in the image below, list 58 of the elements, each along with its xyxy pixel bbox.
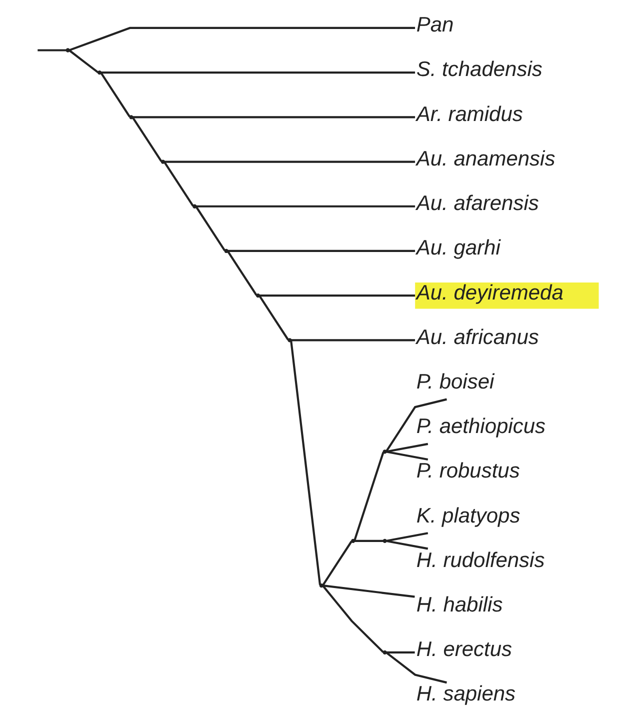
node-point	[255, 294, 260, 298]
connector	[322, 585, 384, 653]
node-text: S. tchadensis	[416, 58, 542, 82]
connector	[322, 584, 414, 598]
connector	[100, 72, 415, 74]
connector	[226, 250, 257, 296]
node-text: Pan	[416, 14, 454, 37]
node-point	[224, 248, 228, 254]
node-text: H. erectus	[416, 638, 512, 662]
connector	[37, 49, 66, 52]
connector	[290, 339, 414, 342]
connector	[132, 117, 162, 162]
connector	[322, 540, 352, 586]
node-point	[96, 70, 102, 75]
node-text: Au. anamensis	[416, 147, 555, 170]
node-text: H. sapiens	[416, 682, 516, 706]
node-text: H. habilis	[416, 594, 502, 617]
node-point	[160, 160, 164, 164]
node-point	[128, 115, 133, 120]
connector	[258, 296, 288, 340]
node-text: P. boisei	[416, 370, 494, 394]
connector	[386, 532, 428, 542]
connector	[163, 162, 194, 206]
connector	[68, 50, 98, 74]
connector	[290, 340, 321, 585]
connector	[385, 398, 446, 452]
connector	[227, 250, 415, 252]
connector	[164, 160, 415, 163]
node-point	[382, 450, 386, 454]
node-text: Au. garhi	[416, 236, 500, 260]
node-point	[287, 338, 292, 342]
connector	[194, 206, 226, 252]
connector	[385, 652, 446, 684]
node-text: Au. afarensis	[416, 192, 538, 216]
node-point	[192, 204, 196, 208]
node-point	[318, 583, 323, 588]
connector	[386, 651, 414, 654]
node-box: Au. deyiremeda	[414, 282, 598, 309]
node-text: H. rudolfensis	[416, 548, 544, 572]
connector	[132, 116, 415, 118]
node-text: P. robustus	[416, 460, 520, 483]
connector	[196, 205, 415, 208]
node-text: Ar. ramidus	[416, 102, 522, 126]
connector	[354, 540, 383, 542]
node-text: Au. africanus	[416, 326, 538, 349]
connector	[100, 72, 130, 118]
connector	[353, 452, 384, 541]
node-text: P. aethiopicus	[416, 415, 546, 438]
connector	[259, 294, 415, 297]
node-point	[350, 538, 355, 543]
connector	[68, 26, 415, 52]
connector	[386, 442, 428, 453]
node-text: K. platyops	[416, 504, 520, 528]
node-point	[382, 650, 386, 654]
connector	[386, 450, 428, 461]
node-point	[382, 538, 386, 543]
node-point	[65, 48, 70, 52]
connector	[386, 540, 428, 550]
